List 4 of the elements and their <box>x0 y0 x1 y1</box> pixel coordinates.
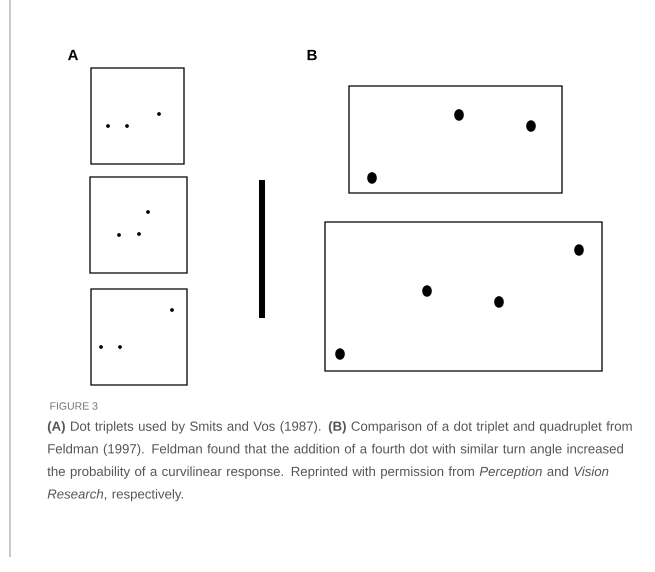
panel-label: A <box>68 50 78 60</box>
figure-label: FIGURE 3 <box>50 402 98 410</box>
caption-text: (A) Dot triplets used by Smits and Vos (1987). (B) Comparison of a dot triplet and quadruplet from Feldman (1997). Feldman found that the addition of a fourth dot with similar turn angle increased the probability of a curvilinear response. Reprinted with permission from Perception and Vision Research, respectively. <box>47 421 632 502</box>
panel-label: B <box>308 50 317 60</box>
